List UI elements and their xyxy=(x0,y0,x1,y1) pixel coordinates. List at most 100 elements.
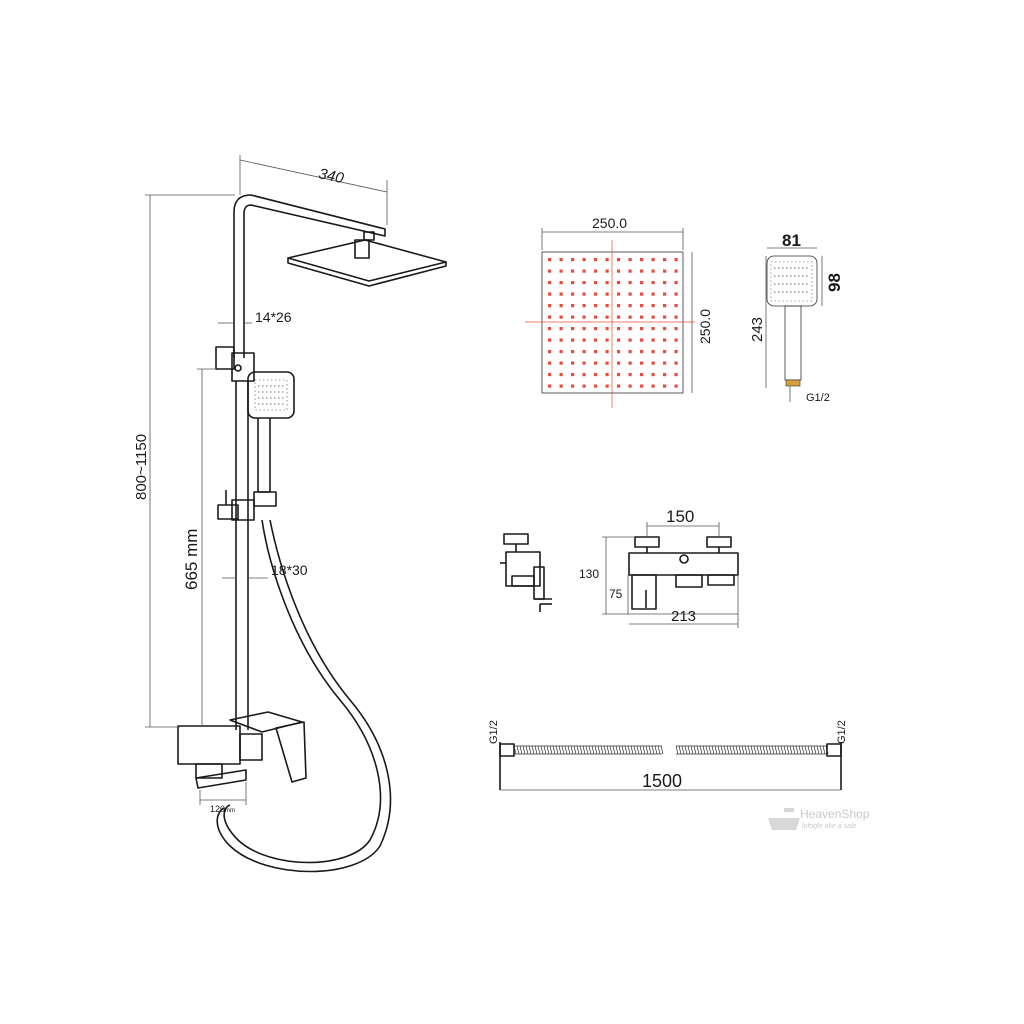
watermark-tagline: lofogle ake a sale xyxy=(802,823,857,830)
nozzle-dot xyxy=(594,304,598,308)
nozzle-dot xyxy=(628,327,632,331)
nozzle-dot xyxy=(559,281,563,285)
nozzle-dot xyxy=(640,327,644,331)
nozzle-dot xyxy=(548,315,552,319)
nozzle-dot xyxy=(582,350,586,354)
nozzle-dot xyxy=(628,384,632,388)
nozzle-dot xyxy=(651,292,655,296)
mixer-spout-label: 75 xyxy=(609,587,623,601)
nozzle-dot xyxy=(571,269,575,273)
hand-length-label: 243 xyxy=(749,317,766,342)
hose-thread-left-label: G1/2 xyxy=(488,720,500,744)
nozzle-dot xyxy=(651,350,655,354)
nozzle-dot xyxy=(571,361,575,365)
nozzle-dot xyxy=(651,269,655,273)
nozzle-dot xyxy=(571,258,575,262)
nozzle-dot xyxy=(674,258,678,262)
nozzle-dot xyxy=(559,327,563,331)
nozzle-dot xyxy=(617,304,621,308)
nozzle-dot xyxy=(594,281,598,285)
nozzle-dot xyxy=(594,258,598,262)
nozzle-dot xyxy=(571,281,575,285)
nozzle-dot xyxy=(674,338,678,342)
nozzle-dot xyxy=(617,361,621,365)
nozzle-dot xyxy=(571,315,575,319)
nozzle-dot xyxy=(674,350,678,354)
nozzle-dot xyxy=(651,373,655,377)
nozzle-dot xyxy=(571,327,575,331)
nozzle-dot xyxy=(640,281,644,285)
nozzle-dot xyxy=(605,315,609,319)
nozzle-dot xyxy=(548,373,552,377)
slide-length-label: 665 mm xyxy=(182,529,201,590)
nozzle-dot xyxy=(571,373,575,377)
nozzle-dot xyxy=(582,304,586,308)
nozzle-dot xyxy=(559,338,563,342)
nozzle-dot xyxy=(605,373,609,377)
nozzle-dot xyxy=(640,338,644,342)
nozzle-dot xyxy=(640,304,644,308)
nozzle-dot xyxy=(571,292,575,296)
nozzle-dot xyxy=(663,292,667,296)
nozzle-dot xyxy=(582,292,586,296)
nozzle-dot xyxy=(628,281,632,285)
mixer-side-view xyxy=(500,533,552,612)
nozzle-dot xyxy=(582,258,586,262)
nozzle-dot xyxy=(548,361,552,365)
nozzle-dot xyxy=(617,338,621,342)
head-width-label: 250.0 xyxy=(592,215,627,231)
column-dimensions: 340 800~1150 665 mm 14*26 18*30 120mm xyxy=(133,155,388,814)
nozzle-dot xyxy=(559,315,563,319)
mixer-spacing-label: 150 xyxy=(666,507,694,526)
nozzle-dot xyxy=(617,315,621,319)
nozzle-dot xyxy=(582,384,586,388)
nozzle-dot xyxy=(582,315,586,319)
mixer-front-view: 150 130 75 213 xyxy=(579,507,739,628)
total-height-label: 800~1150 xyxy=(133,434,150,500)
nozzle-dot xyxy=(651,258,655,262)
nozzle-dot xyxy=(628,338,632,342)
nozzle-dot xyxy=(663,304,667,308)
hose-segment-right xyxy=(675,745,829,755)
nozzle-dot xyxy=(571,384,575,388)
nozzle-dot xyxy=(594,327,598,331)
nozzle-dot xyxy=(663,384,667,388)
nozzle-dot xyxy=(617,269,621,273)
nozzle-dot xyxy=(582,361,586,365)
nozzle-dot xyxy=(605,350,609,354)
nozzle-dot xyxy=(674,281,678,285)
nozzle-dot xyxy=(674,327,678,331)
nozzle-dot xyxy=(674,361,678,365)
nozzle-dot xyxy=(582,269,586,273)
nozzle-dot xyxy=(663,269,667,273)
nozzle-dot xyxy=(640,258,644,262)
nozzle-dot xyxy=(651,384,655,388)
hand-thread-label: G1/2 xyxy=(806,392,830,404)
nozzle-dot xyxy=(594,373,598,377)
nozzle-dot xyxy=(582,281,586,285)
hose-length-label: 1500 xyxy=(642,771,682,791)
nozzle-dot xyxy=(663,258,667,262)
nozzle-dot xyxy=(594,350,598,354)
nozzle-dot xyxy=(605,327,609,331)
nozzle-dot xyxy=(640,269,644,273)
nozzle-dot xyxy=(559,350,563,354)
nozzle-dot xyxy=(651,304,655,308)
rain-head-top-view: 250.0 250.0 xyxy=(525,215,713,408)
arm-length-label: 340 xyxy=(317,165,346,187)
nozzle-dot xyxy=(651,315,655,319)
nozzle-dot xyxy=(651,327,655,331)
nozzle-dot xyxy=(640,384,644,388)
hand-width-label: 81 xyxy=(782,231,801,250)
nozzle-dot xyxy=(617,327,621,331)
nozzle-dot xyxy=(628,373,632,377)
nozzle-dot xyxy=(559,292,563,296)
nozzle-dot xyxy=(674,292,678,296)
nozzle-dot xyxy=(663,361,667,365)
nozzle-dot xyxy=(571,350,575,354)
nozzle-dot xyxy=(663,338,667,342)
nozzle-dot xyxy=(582,373,586,377)
nozzle-dot xyxy=(605,384,609,388)
nozzle-dot xyxy=(628,361,632,365)
